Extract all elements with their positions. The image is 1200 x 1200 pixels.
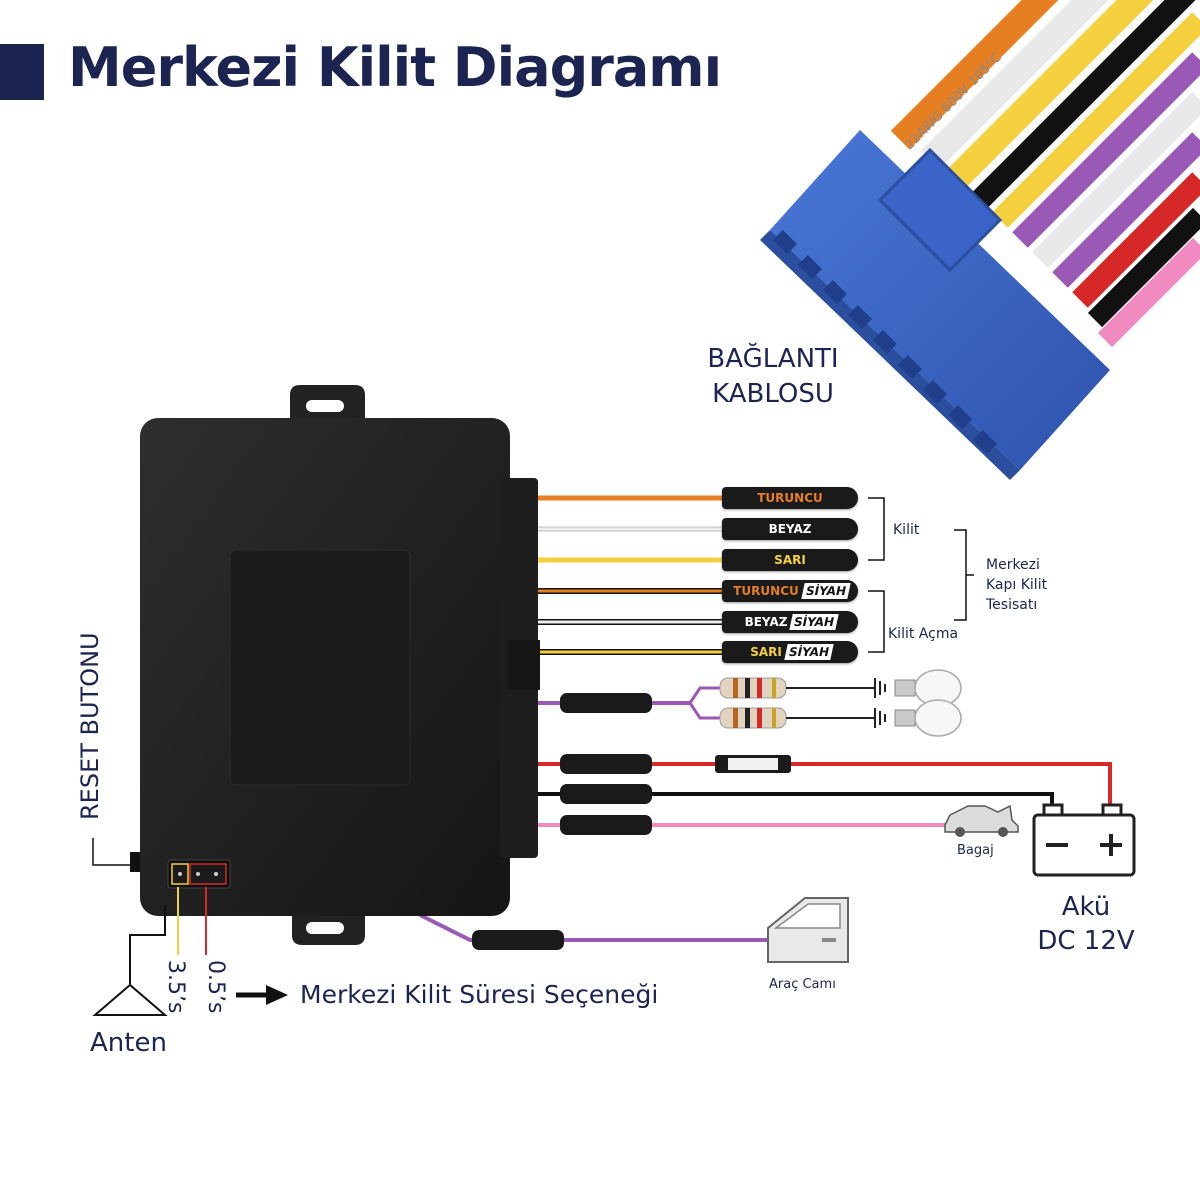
connector-label-line2: KABLOSU: [712, 379, 834, 409]
connector-label-line1: BAĞLANTI: [707, 344, 839, 374]
battery-label: Akü DC 12V: [1030, 890, 1142, 958]
lock-group-label: Kilit: [893, 522, 920, 538]
wire-tag-orange-black-sub: SİYAH: [801, 583, 851, 599]
reset-leader-line: [92, 838, 130, 866]
central-lock-line3: Tesisatı: [986, 597, 1038, 613]
wire-tag-orange: TURUNCU: [722, 487, 858, 509]
battery-icon: [1032, 803, 1136, 877]
trunk-car-icon: [944, 804, 1019, 837]
central-lock-label: Merkezi Kapı Kilit Tesisatı: [986, 555, 1047, 615]
timing-option-label: Merkezi Kilit Süresi Seçeneği: [300, 980, 659, 1009]
antenna-label: Anten: [90, 1028, 167, 1058]
page-title: Merkezi Kilit Diagramı: [68, 36, 722, 99]
blue-connector: [760, 130, 1110, 480]
wire-tag-orange-black-main: TURUNCU: [733, 584, 799, 598]
wire-tag-yellow-text: SARI: [774, 553, 806, 567]
group-brackets: [868, 497, 974, 653]
reset-button-label: RESET BUTONU: [76, 632, 104, 820]
wire-tag-orange-black: TURUNCU SİYAH: [722, 580, 858, 602]
wire-tag-white-text: BEYAZ: [768, 522, 812, 536]
central-lock-line2: Kapı Kilit: [986, 577, 1048, 593]
antenna-icon: [92, 905, 168, 1016]
wire-tag-white-black-sub: SİYAH: [789, 614, 840, 630]
timing-option-35: 3.5’s: [163, 960, 188, 1014]
wire-tag-orange-text: TURUNCU: [757, 491, 823, 505]
control-module: [130, 385, 540, 945]
battery-label-line1: Akü: [1061, 892, 1111, 922]
indicator-lamp-circuit: [535, 669, 962, 737]
timing-option-05: 0.5’s: [203, 960, 228, 1014]
connector-label: BAĞLANTI KABLOSU: [690, 342, 856, 412]
wire-tag-white: BEYAZ: [722, 518, 858, 540]
unlock-group-label: Kilit Açma: [888, 626, 959, 642]
wire-tag-white-black-main: BEYAZ: [744, 615, 788, 629]
door-window-wire: [419, 913, 770, 950]
window-label: Araç Camı: [769, 977, 836, 992]
wire-tag-yellow-black: SARI SİYAH: [722, 641, 858, 663]
wire-tag-yellow: SARI: [722, 549, 858, 571]
trunk-label: Bagaj: [957, 843, 994, 858]
wire-tag-yellow-black-main: SARI: [750, 645, 782, 659]
wire-tag-yellow-black-sub: SİYAH: [784, 644, 834, 660]
car-door-icon: [767, 897, 849, 963]
wire-tag-white-black: BEYAZ SİYAH: [722, 611, 858, 633]
timing-arrow: [236, 985, 288, 1005]
power-wires: [535, 754, 1112, 835]
lock-wires: [535, 495, 725, 655]
central-lock-line1: Merkezi: [986, 557, 1040, 573]
title-marker: [0, 44, 44, 100]
battery-label-line2: DC 12V: [1037, 926, 1135, 956]
